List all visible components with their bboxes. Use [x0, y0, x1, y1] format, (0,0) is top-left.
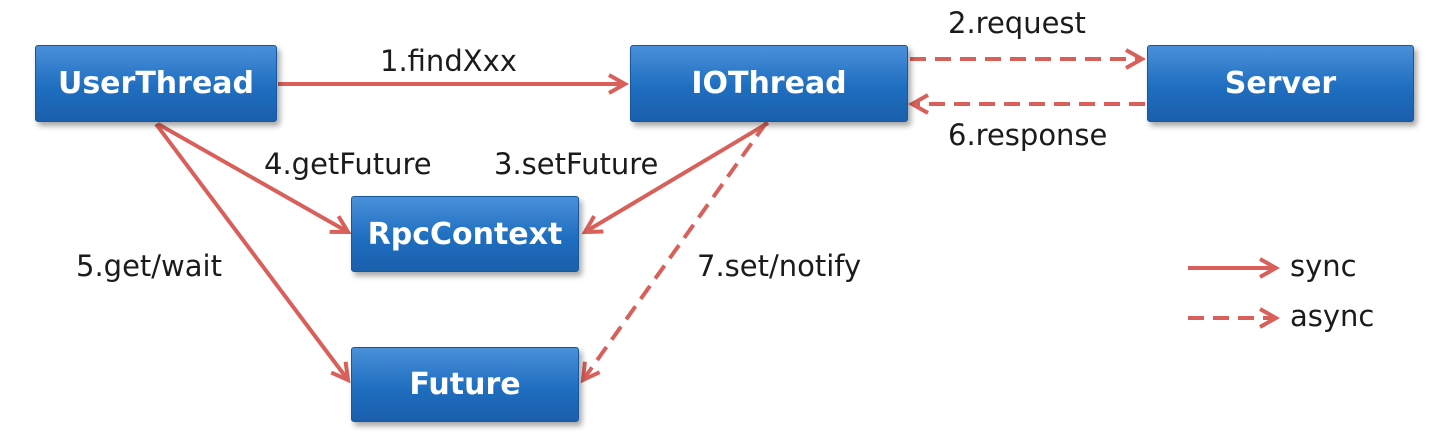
arrow-set-notify [583, 121, 768, 380]
node-rpc-context-label: RpcContext [367, 216, 563, 252]
edge-label-response: 6.response [948, 118, 1108, 152]
node-user-thread-label: UserThread [57, 66, 255, 101]
arrow-get-future [157, 122, 348, 232]
arrow-set-future [585, 121, 770, 232]
node-io-thread: IOThread [630, 45, 908, 122]
edge-label-set-notify: 7.set/notify [697, 249, 862, 283]
node-io-thread-label: IOThread [691, 66, 847, 101]
node-future: Future [351, 347, 579, 422]
edge-label-find: 1.findXxx [380, 44, 517, 78]
legend-sync-label: sync [1290, 249, 1357, 283]
node-future-label: Future [409, 367, 521, 402]
node-server: Server [1147, 45, 1414, 122]
edge-label-request: 2.request [948, 6, 1086, 40]
node-server-label: Server [1224, 66, 1337, 101]
node-rpc-context: RpcContext [351, 196, 579, 272]
edge-label-get-wait: 5.get/wait [76, 249, 222, 283]
arrow-get-wait [154, 122, 348, 380]
edge-label-get-future: 4.getFuture [264, 147, 432, 181]
legend-async-label: async [1290, 299, 1375, 333]
edge-label-set-future: 3.setFuture [494, 147, 659, 181]
node-user-thread: UserThread [35, 45, 277, 122]
